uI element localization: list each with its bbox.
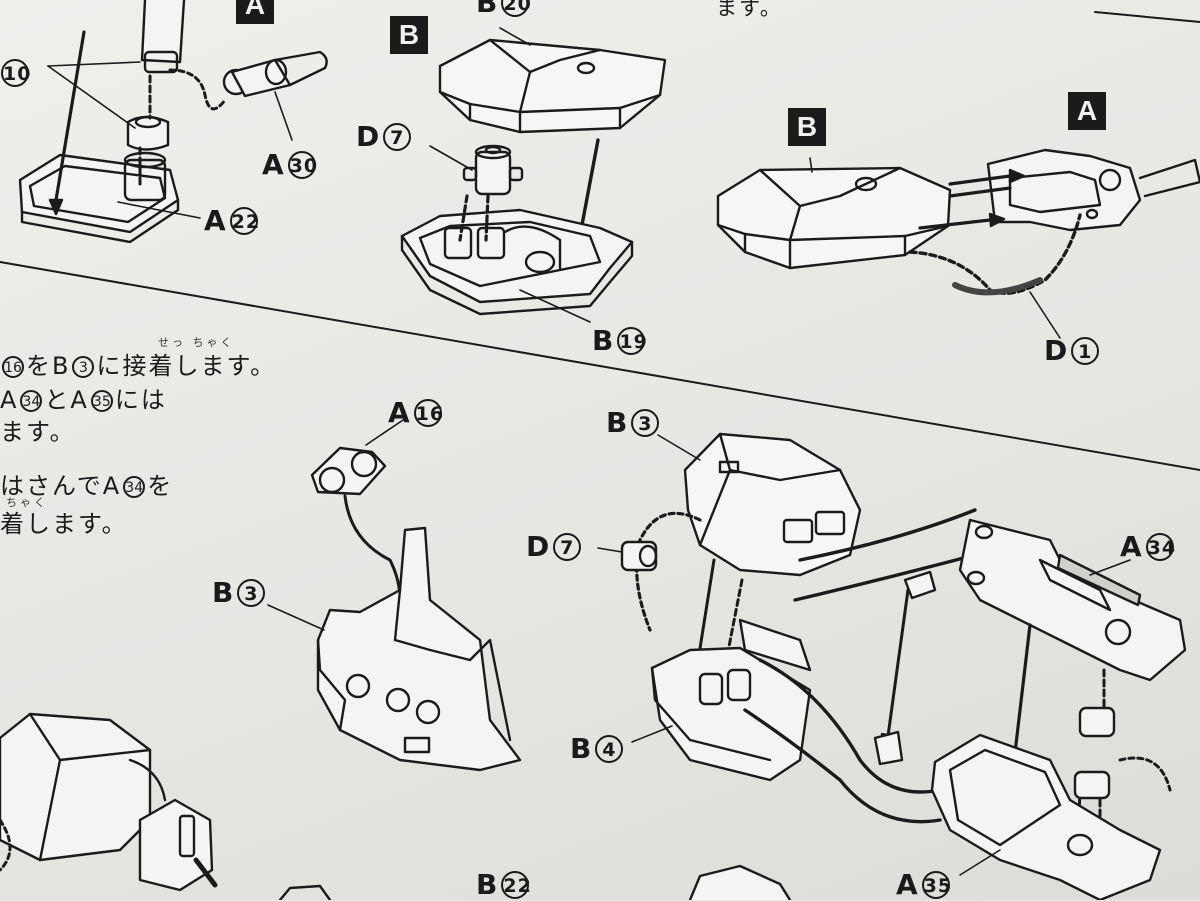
part-a35-drawing — [930, 733, 1162, 900]
instruction-line-5: 着します。 — [0, 510, 128, 538]
instruction-fragment-top: ます。 — [716, 0, 783, 20]
ruby-setchaku: せっ ちゃく — [158, 336, 235, 349]
panel-box-a-top-right: A — [1068, 92, 1106, 130]
part-a34-drawing — [958, 518, 1187, 682]
instruction-line-3: ます。 — [0, 418, 76, 446]
panel-box-a-top-left: A — [236, 0, 274, 24]
bottom-left-assembly-drawing — [0, 712, 218, 892]
top-right-assembly-drawing — [716, 148, 1200, 270]
panel-box-b-top-right: B — [788, 108, 826, 146]
part-d7-mid-drawing — [620, 540, 658, 572]
ruby-chaku: ちゃく — [6, 496, 48, 509]
part-d7-top-drawing — [462, 144, 524, 196]
label-10: 10 — [0, 56, 30, 89]
part-b3-left-drawing — [316, 526, 522, 772]
part-b19-drawing — [400, 208, 634, 316]
section-divider — [0, 261, 1200, 471]
part-a22-drawing — [18, 0, 186, 244]
part-a30-drawing — [222, 50, 328, 98]
part-b3-right-drawing — [683, 432, 862, 577]
part-b20-drawing — [438, 38, 667, 134]
panel-box-b-top-middle: B — [390, 16, 428, 54]
part-b4-drawing — [650, 618, 812, 782]
part-a16-drawing — [310, 446, 387, 496]
